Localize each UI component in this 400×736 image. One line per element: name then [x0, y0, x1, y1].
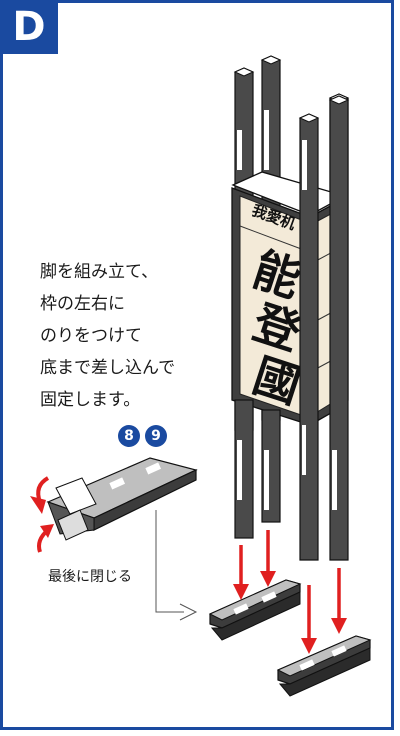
leader-arrowhead	[179, 603, 198, 621]
close-arrows	[30, 476, 54, 553]
step-number-badge: 9	[145, 425, 167, 447]
lantern-box: 我愛机 能 登 國	[231, 187, 346, 427]
section-badge: D	[0, 0, 58, 54]
instruction-text: 脚を組み立て、 枠の左右に のりをつけて 底まで差し込んで 固定します。	[40, 256, 220, 416]
instruction-line: 固定します。	[40, 390, 141, 410]
front-post-right	[328, 95, 350, 561]
section-frame	[0, 0, 394, 730]
instruction-line: 枠の左右に	[40, 294, 125, 314]
detail-caption: 最後に閉じる	[48, 569, 132, 585]
leader-line	[155, 510, 184, 613]
instruction-line: 底まで差し込んで	[40, 358, 176, 378]
step-number-badge: 8	[118, 425, 140, 447]
insert-arrows	[233, 530, 347, 654]
instruction-line: 脚を組み立て、	[40, 262, 159, 282]
leg-left-1	[234, 399, 254, 539]
foot-detail	[46, 457, 198, 541]
instruction-line: のりをつけて	[40, 326, 142, 346]
base-left	[208, 579, 302, 641]
base-right	[276, 635, 372, 697]
